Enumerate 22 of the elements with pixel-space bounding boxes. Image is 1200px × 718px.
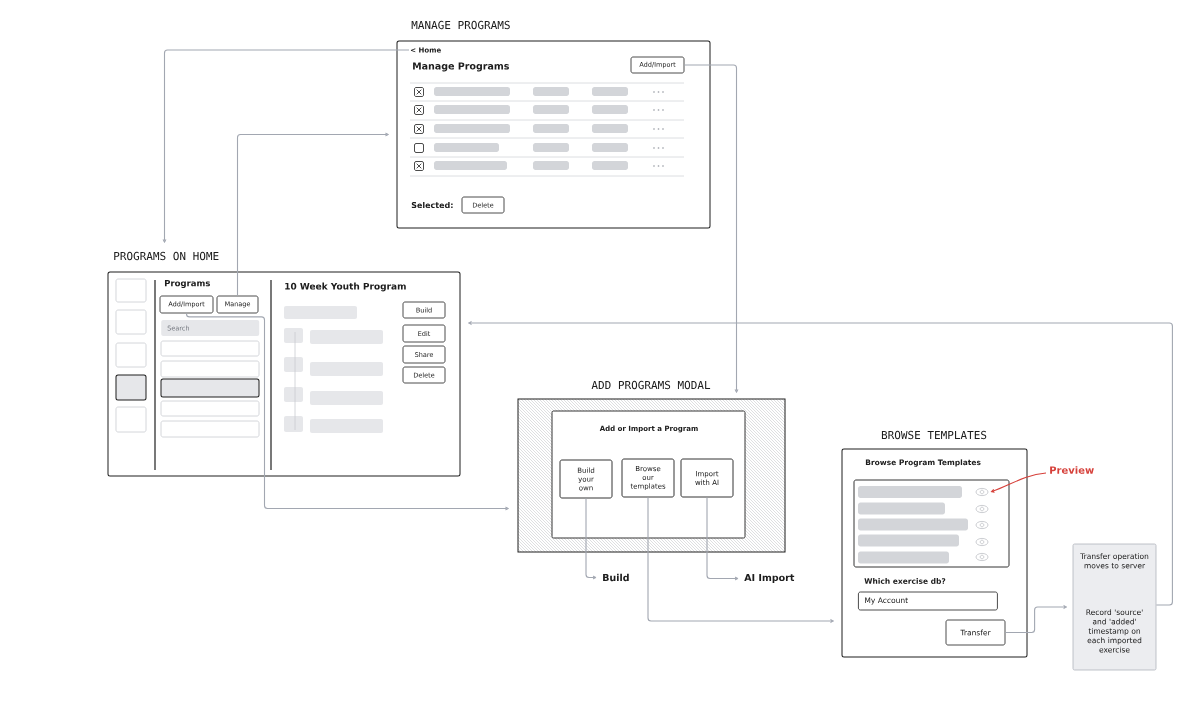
arrow bbox=[1004, 605, 1068, 634]
arrow bbox=[585, 497, 597, 580]
arrow bbox=[647, 496, 834, 623]
screen-heading: BROWSE TEMPLATES bbox=[881, 430, 987, 440]
panel-title: Programs bbox=[165, 280, 210, 288]
arrow bbox=[706, 496, 739, 581]
screen-title: Manage Programs bbox=[413, 62, 509, 72]
arrow bbox=[185, 312, 509, 511]
arrow bbox=[236, 132, 389, 297]
screen-heading: MANAGE PROGRAMS bbox=[411, 20, 510, 30]
outcome-label: AI Import bbox=[744, 574, 795, 583]
screen-heading: ADD PROGRAMS MODAL bbox=[591, 380, 711, 390]
panel-title: 10 Week Youth Program bbox=[285, 282, 406, 292]
outcome-label: Build bbox=[603, 573, 629, 582]
screen-heading: PROGRAMS ON HOME bbox=[114, 251, 219, 261]
arrow bbox=[162, 49, 410, 243]
callout-label: Preview bbox=[1050, 466, 1094, 474]
arrow bbox=[990, 472, 1047, 493]
arrow bbox=[468, 321, 1173, 606]
text-label: Selected: bbox=[411, 201, 453, 209]
arrow bbox=[683, 64, 739, 393]
eye-icon bbox=[975, 488, 989, 496]
